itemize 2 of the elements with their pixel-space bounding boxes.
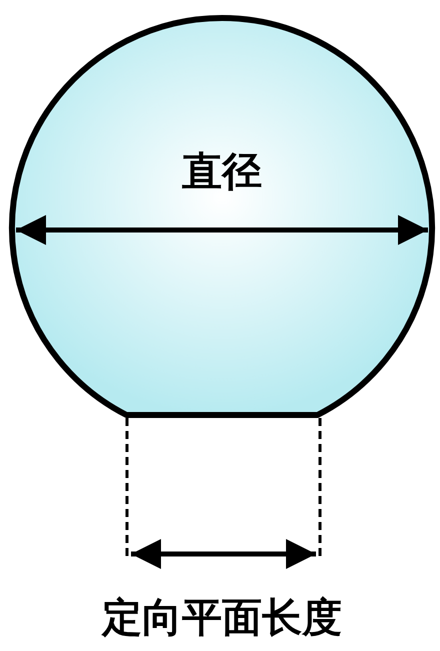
dimension-label: 定向平面长度 xyxy=(102,594,342,642)
dimension-label: 直径 xyxy=(182,148,262,196)
